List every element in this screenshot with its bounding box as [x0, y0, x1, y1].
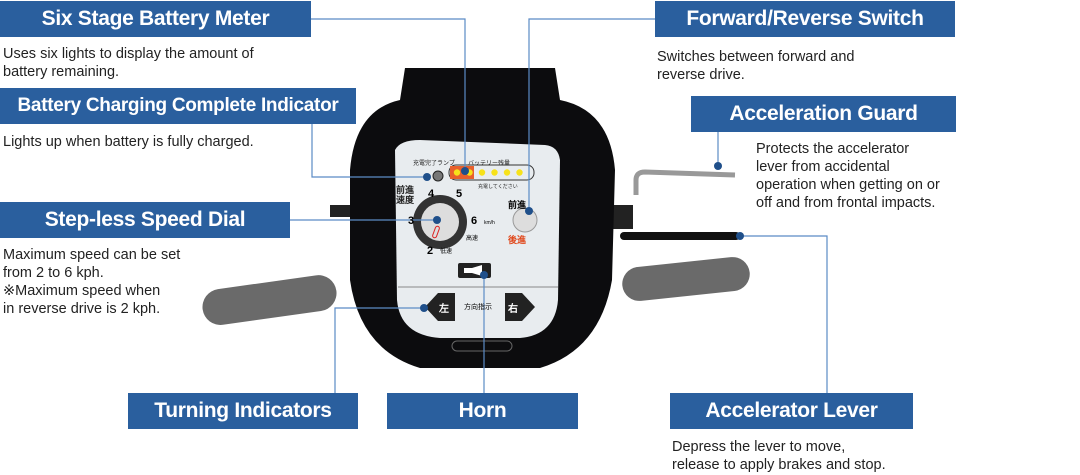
- left-text: 左: [439, 304, 449, 315]
- right-grip: [622, 257, 750, 301]
- battery-light: [478, 169, 486, 176]
- horn-icon: [464, 265, 482, 276]
- label-six-stage-battery-meter: Six Stage Battery Meter: [0, 1, 311, 37]
- forward-text: 前進: [508, 201, 527, 211]
- leader-lines: [290, 18, 828, 393]
- forward-reverse-switch[interactable]: [512, 207, 538, 233]
- battery-meter-frame: [448, 164, 535, 181]
- turn-right-button[interactable]: [505, 293, 535, 321]
- dial-tick-6: 6: [471, 215, 478, 227]
- forward-speed-text: 前進 速度: [396, 186, 415, 206]
- leader-dots: [420, 162, 744, 312]
- dial-tick-5: 5: [456, 188, 463, 200]
- accelerator-lever: [620, 232, 740, 240]
- label-forward-reverse-switch: Forward/Reverse Switch: [655, 1, 955, 37]
- label-battery-charging-complete: Battery Charging Complete Indicator: [0, 88, 356, 124]
- dial-tick-2: 2: [427, 245, 434, 257]
- desc-step-less-speed-dial: Maximum speed can be set from 2 to 6 kph…: [3, 247, 181, 317]
- turn-signal-text: 方向指示: [464, 303, 492, 311]
- charge-lamp-text: 充電完了ランプ: [413, 160, 455, 167]
- battery-light: [453, 169, 461, 176]
- desc-acceleration-guard: Protects the accelerator lever from acci…: [756, 141, 940, 211]
- label-step-less-speed-dial: Step-less Speed Dial: [0, 202, 290, 238]
- charge-complete-lamp: [432, 170, 444, 182]
- right-text: 右: [508, 304, 518, 315]
- desc-battery-charging-complete: Lights up when battery is fully charged.: [3, 134, 254, 150]
- label-turning-indicators: Turning Indicators: [128, 393, 358, 429]
- control-panel: [395, 140, 560, 338]
- desc-forward-reverse-switch: Switches between forward and reverse dri…: [657, 49, 855, 83]
- left-grip: [202, 275, 337, 325]
- charge-please-text: 充電してください: [478, 184, 518, 190]
- turn-left-button[interactable]: [425, 293, 455, 321]
- battery-light: [516, 169, 523, 176]
- unit-text: km/h: [484, 220, 495, 226]
- reverse-text: 後進: [508, 236, 527, 246]
- dial-tick-3: 3: [408, 215, 415, 227]
- label-horn: Horn: [387, 393, 578, 429]
- battery-level-text: バッテリー残量: [468, 160, 511, 167]
- desc-six-stage-battery-meter: Uses six lights to display the amount of…: [3, 46, 254, 80]
- label-acceleration-guard: Acceleration Guard: [691, 96, 956, 132]
- high-text: 高速: [466, 235, 479, 242]
- battery-light: [491, 169, 498, 176]
- low-text: 低速: [440, 248, 453, 255]
- desc-accelerator-lever: Depress the lever to move, release to ap…: [672, 439, 886, 473]
- acceleration-guard-bar: [633, 169, 736, 195]
- dial-tick-4: 4: [428, 188, 435, 200]
- battery-light: [503, 169, 511, 176]
- label-accelerator-lever: Accelerator Lever: [670, 393, 913, 429]
